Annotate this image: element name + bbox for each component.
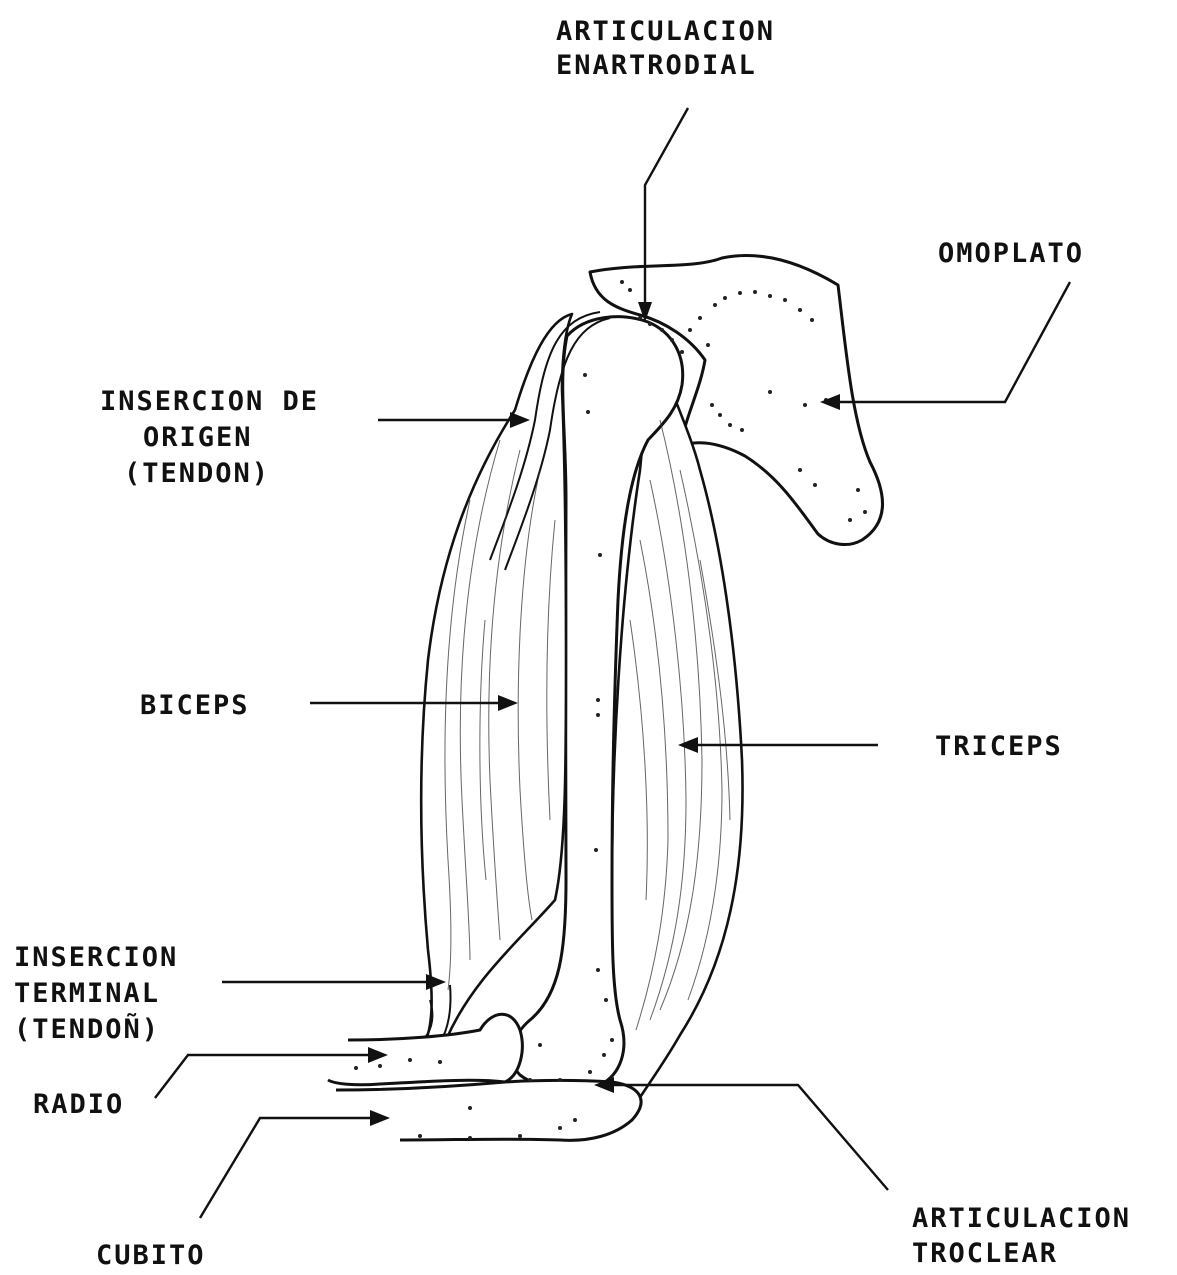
label-line: CUBITO bbox=[96, 1240, 206, 1271]
label-line: OMOPLATO bbox=[938, 238, 1084, 269]
leader-cubito bbox=[200, 1110, 390, 1218]
label-line: BICEPS bbox=[140, 690, 250, 721]
label-line: INSERCION DE bbox=[100, 386, 319, 417]
leader-omoplato bbox=[820, 282, 1070, 410]
ulna-bone bbox=[336, 1081, 641, 1141]
label-line: INSERCION bbox=[14, 942, 178, 973]
label-radio: RADIO bbox=[33, 1089, 124, 1120]
label-insercion-terminal: INSERCION TERMINAL (TENDOÑ) bbox=[14, 942, 197, 1045]
label-line: ORIGEN bbox=[143, 422, 253, 453]
label-line: TROCLEAR bbox=[912, 1238, 1058, 1269]
label-line: RADIO bbox=[33, 1089, 124, 1120]
label-articulacion-troclear: ARTICULACION TROCLEAR bbox=[912, 1203, 1149, 1269]
label-line: ENARTRODIAL bbox=[556, 50, 757, 81]
label-articulacion-enartrodial: ARTICULACION ENARTRODIAL bbox=[556, 16, 793, 81]
label-line: ARTICULACION bbox=[556, 16, 775, 47]
label-line: TERMINAL bbox=[14, 978, 160, 1009]
label-line: TRICEPS bbox=[935, 731, 1063, 762]
label-triceps: TRICEPS bbox=[935, 731, 1063, 762]
label-insercion-origen: INSERCION DE ORIGEN (TENDON) bbox=[100, 386, 337, 489]
label-biceps: BICEPS bbox=[140, 690, 250, 721]
label-line: ARTICULACION bbox=[912, 1203, 1131, 1234]
label-line: (TENDOÑ) bbox=[14, 1013, 160, 1045]
radius-bone bbox=[328, 1014, 522, 1085]
leader-insercion-terminal bbox=[222, 974, 446, 990]
biceps-muscle bbox=[421, 314, 572, 1040]
label-line: (TENDON) bbox=[124, 458, 270, 489]
label-cubito: CUBITO bbox=[96, 1240, 206, 1271]
label-omoplato: OMOPLATO bbox=[938, 238, 1084, 269]
